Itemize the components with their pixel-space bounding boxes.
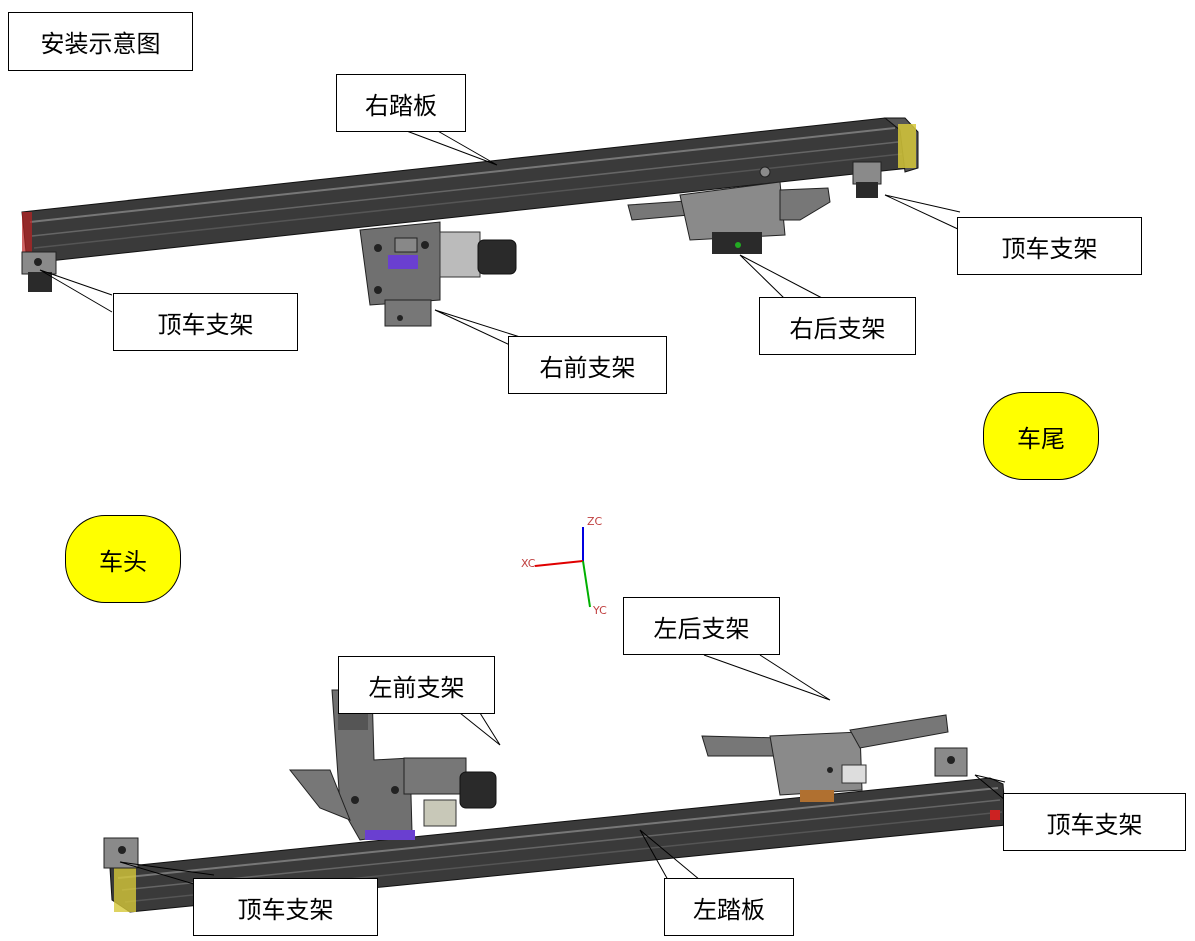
jack-bracket-bottom-left — [103, 837, 139, 869]
label-left-board: 左踏板 — [664, 878, 794, 936]
label-jack-bracket-bottom-left: 顶车支架 — [193, 878, 378, 936]
callout-pointers — [39, 129, 1006, 891]
page-title: 安装示意图 — [8, 12, 193, 71]
axis-label-xc: XC — [521, 557, 536, 570]
axis-label-zc: ZC — [587, 515, 603, 528]
axis-label-yc: YC — [593, 604, 607, 617]
axis-triad — [534, 527, 591, 608]
jack-bracket-top-right — [852, 161, 882, 198]
label-right-board: 右踏板 — [336, 74, 466, 132]
left-rear-bracket — [701, 714, 949, 802]
label-left-rear-bracket: 左后支架 — [623, 597, 780, 655]
badge-vehicle-front: 车头 — [65, 515, 181, 603]
jack-bracket-bottom-right — [934, 747, 968, 777]
label-left-front-bracket: 左前支架 — [338, 656, 495, 714]
label-right-rear-bracket: 右后支架 — [759, 297, 916, 355]
right-running-board — [21, 117, 919, 263]
jack-bracket-top-left — [21, 251, 57, 292]
left-front-bracket — [288, 689, 497, 841]
label-right-front-bracket: 右前支架 — [508, 336, 667, 394]
label-jack-bracket-bottom-right: 顶车支架 — [1003, 793, 1186, 851]
label-jack-bracket-top-right: 顶车支架 — [957, 217, 1142, 275]
right-rear-bracket — [627, 166, 831, 254]
label-jack-bracket-top-left: 顶车支架 — [113, 293, 298, 351]
right-front-bracket — [359, 221, 517, 327]
badge-vehicle-rear: 车尾 — [983, 392, 1099, 480]
